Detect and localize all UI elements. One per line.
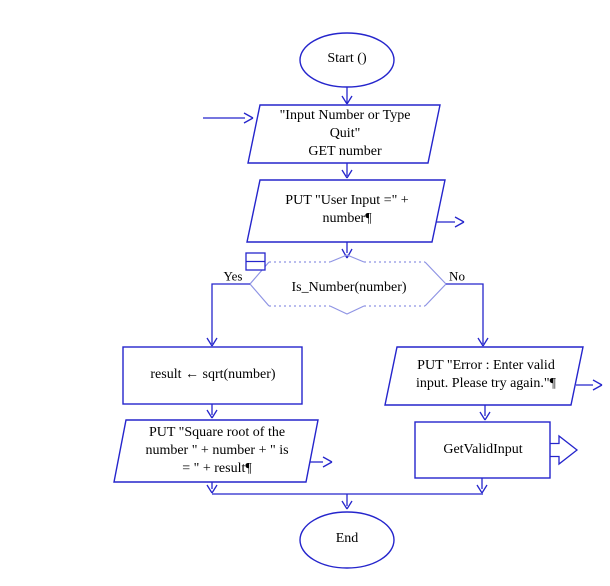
- subroutine-block-arrow-icon: [550, 434, 579, 466]
- connector-no-branch: [446, 283, 489, 347]
- branch-no-label: No: [449, 268, 465, 284]
- entry-arrow-icon: [203, 112, 254, 124]
- connector-assign-to-putsqrt: [206, 404, 218, 419]
- put-sqrt-result-label: PUT "Square root of the number " + numbe…: [145, 425, 289, 476]
- assign-sqrt-label: result ← sqrt(number): [150, 367, 276, 382]
- puterror-exit-arrow-icon: [576, 379, 603, 391]
- end-terminator-shape: [299, 511, 395, 569]
- connector-yes-branch: [206, 283, 250, 347]
- putsqrt-exit-arrow-icon: [310, 456, 333, 468]
- put-user-input-parallelogram-shape: [246, 179, 446, 243]
- connector-input-to-putuser: [341, 163, 353, 179]
- connector-merge-to-end: [341, 494, 353, 510]
- connector-start-to-input: [341, 87, 353, 105]
- put-error-label: PUT "Error : Enter valid input. Please t…: [416, 358, 556, 391]
- call-subroutine-label: GetValidInput: [443, 442, 523, 457]
- connector-putuser-to-decision: [341, 242, 353, 259]
- start-label: Start (): [327, 51, 367, 66]
- put-error-parallelogram-shape: [384, 346, 584, 406]
- input-parallelogram-shape: [247, 104, 441, 164]
- connector-call-to-merge: [476, 478, 488, 494]
- decision-hexagon-shape: [249, 254, 447, 315]
- put-sqrt-parallelogram-shape: [113, 419, 319, 483]
- end-label: End: [335, 531, 359, 546]
- connector-putsqrt-to-merge: [206, 482, 218, 494]
- connector-puterror-to-call: [479, 405, 491, 421]
- put-user-input-label: PUT "User Input =" + number¶: [285, 193, 409, 226]
- decision-label: Is_Number(number): [291, 280, 407, 295]
- branch-yes-label: Yes: [223, 268, 243, 284]
- putuser-exit-arrow-icon: [436, 216, 465, 228]
- input-prompt-label: "Input Number or Type Quit" GET number: [279, 108, 411, 159]
- collapse-grid-icon: [245, 252, 266, 271]
